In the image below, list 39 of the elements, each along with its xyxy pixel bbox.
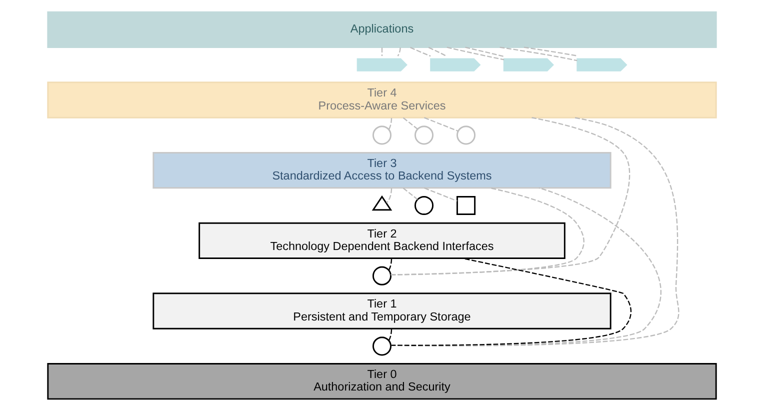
connector <box>396 48 400 56</box>
node-circle <box>372 336 392 356</box>
node-chevron <box>356 58 407 72</box>
node-box: Tier 1 Persistent and Temporary Storage <box>152 292 611 330</box>
connector <box>390 117 679 346</box>
node-circle <box>414 196 434 216</box>
node-circle <box>456 126 476 145</box>
node-chevron <box>430 58 480 72</box>
connector <box>499 46 577 62</box>
connector <box>523 46 578 57</box>
connector <box>390 187 661 346</box>
connector <box>424 117 458 132</box>
node-box: Tier 3 Standardized Access to Backend Systems <box>152 152 611 189</box>
connector <box>388 328 392 341</box>
node-box: Tier 0 Authorization and Security <box>46 363 716 400</box>
connector <box>390 258 632 346</box>
connector <box>446 46 504 60</box>
connector <box>428 46 446 56</box>
connector <box>424 187 457 202</box>
node-chevron <box>576 58 627 72</box>
node-circle <box>414 126 434 145</box>
node-triangle <box>371 195 392 211</box>
node-box: Tier 2 Technology Dependent Backend Interfaces <box>198 222 565 259</box>
connector <box>390 187 584 276</box>
connector <box>380 48 382 56</box>
connector <box>402 188 418 200</box>
node-circle <box>372 126 392 145</box>
connector <box>386 188 392 204</box>
connector <box>390 117 630 276</box>
node-circle <box>372 266 392 286</box>
connector <box>402 117 418 130</box>
node-box: Tier 4 Process-Aware Services <box>46 82 716 118</box>
node-chevron <box>502 58 554 72</box>
connector <box>410 46 430 57</box>
node-box: Applications <box>46 11 716 48</box>
connector <box>388 118 392 130</box>
node-box <box>456 196 476 216</box>
connector <box>464 46 504 58</box>
connector <box>388 258 392 270</box>
